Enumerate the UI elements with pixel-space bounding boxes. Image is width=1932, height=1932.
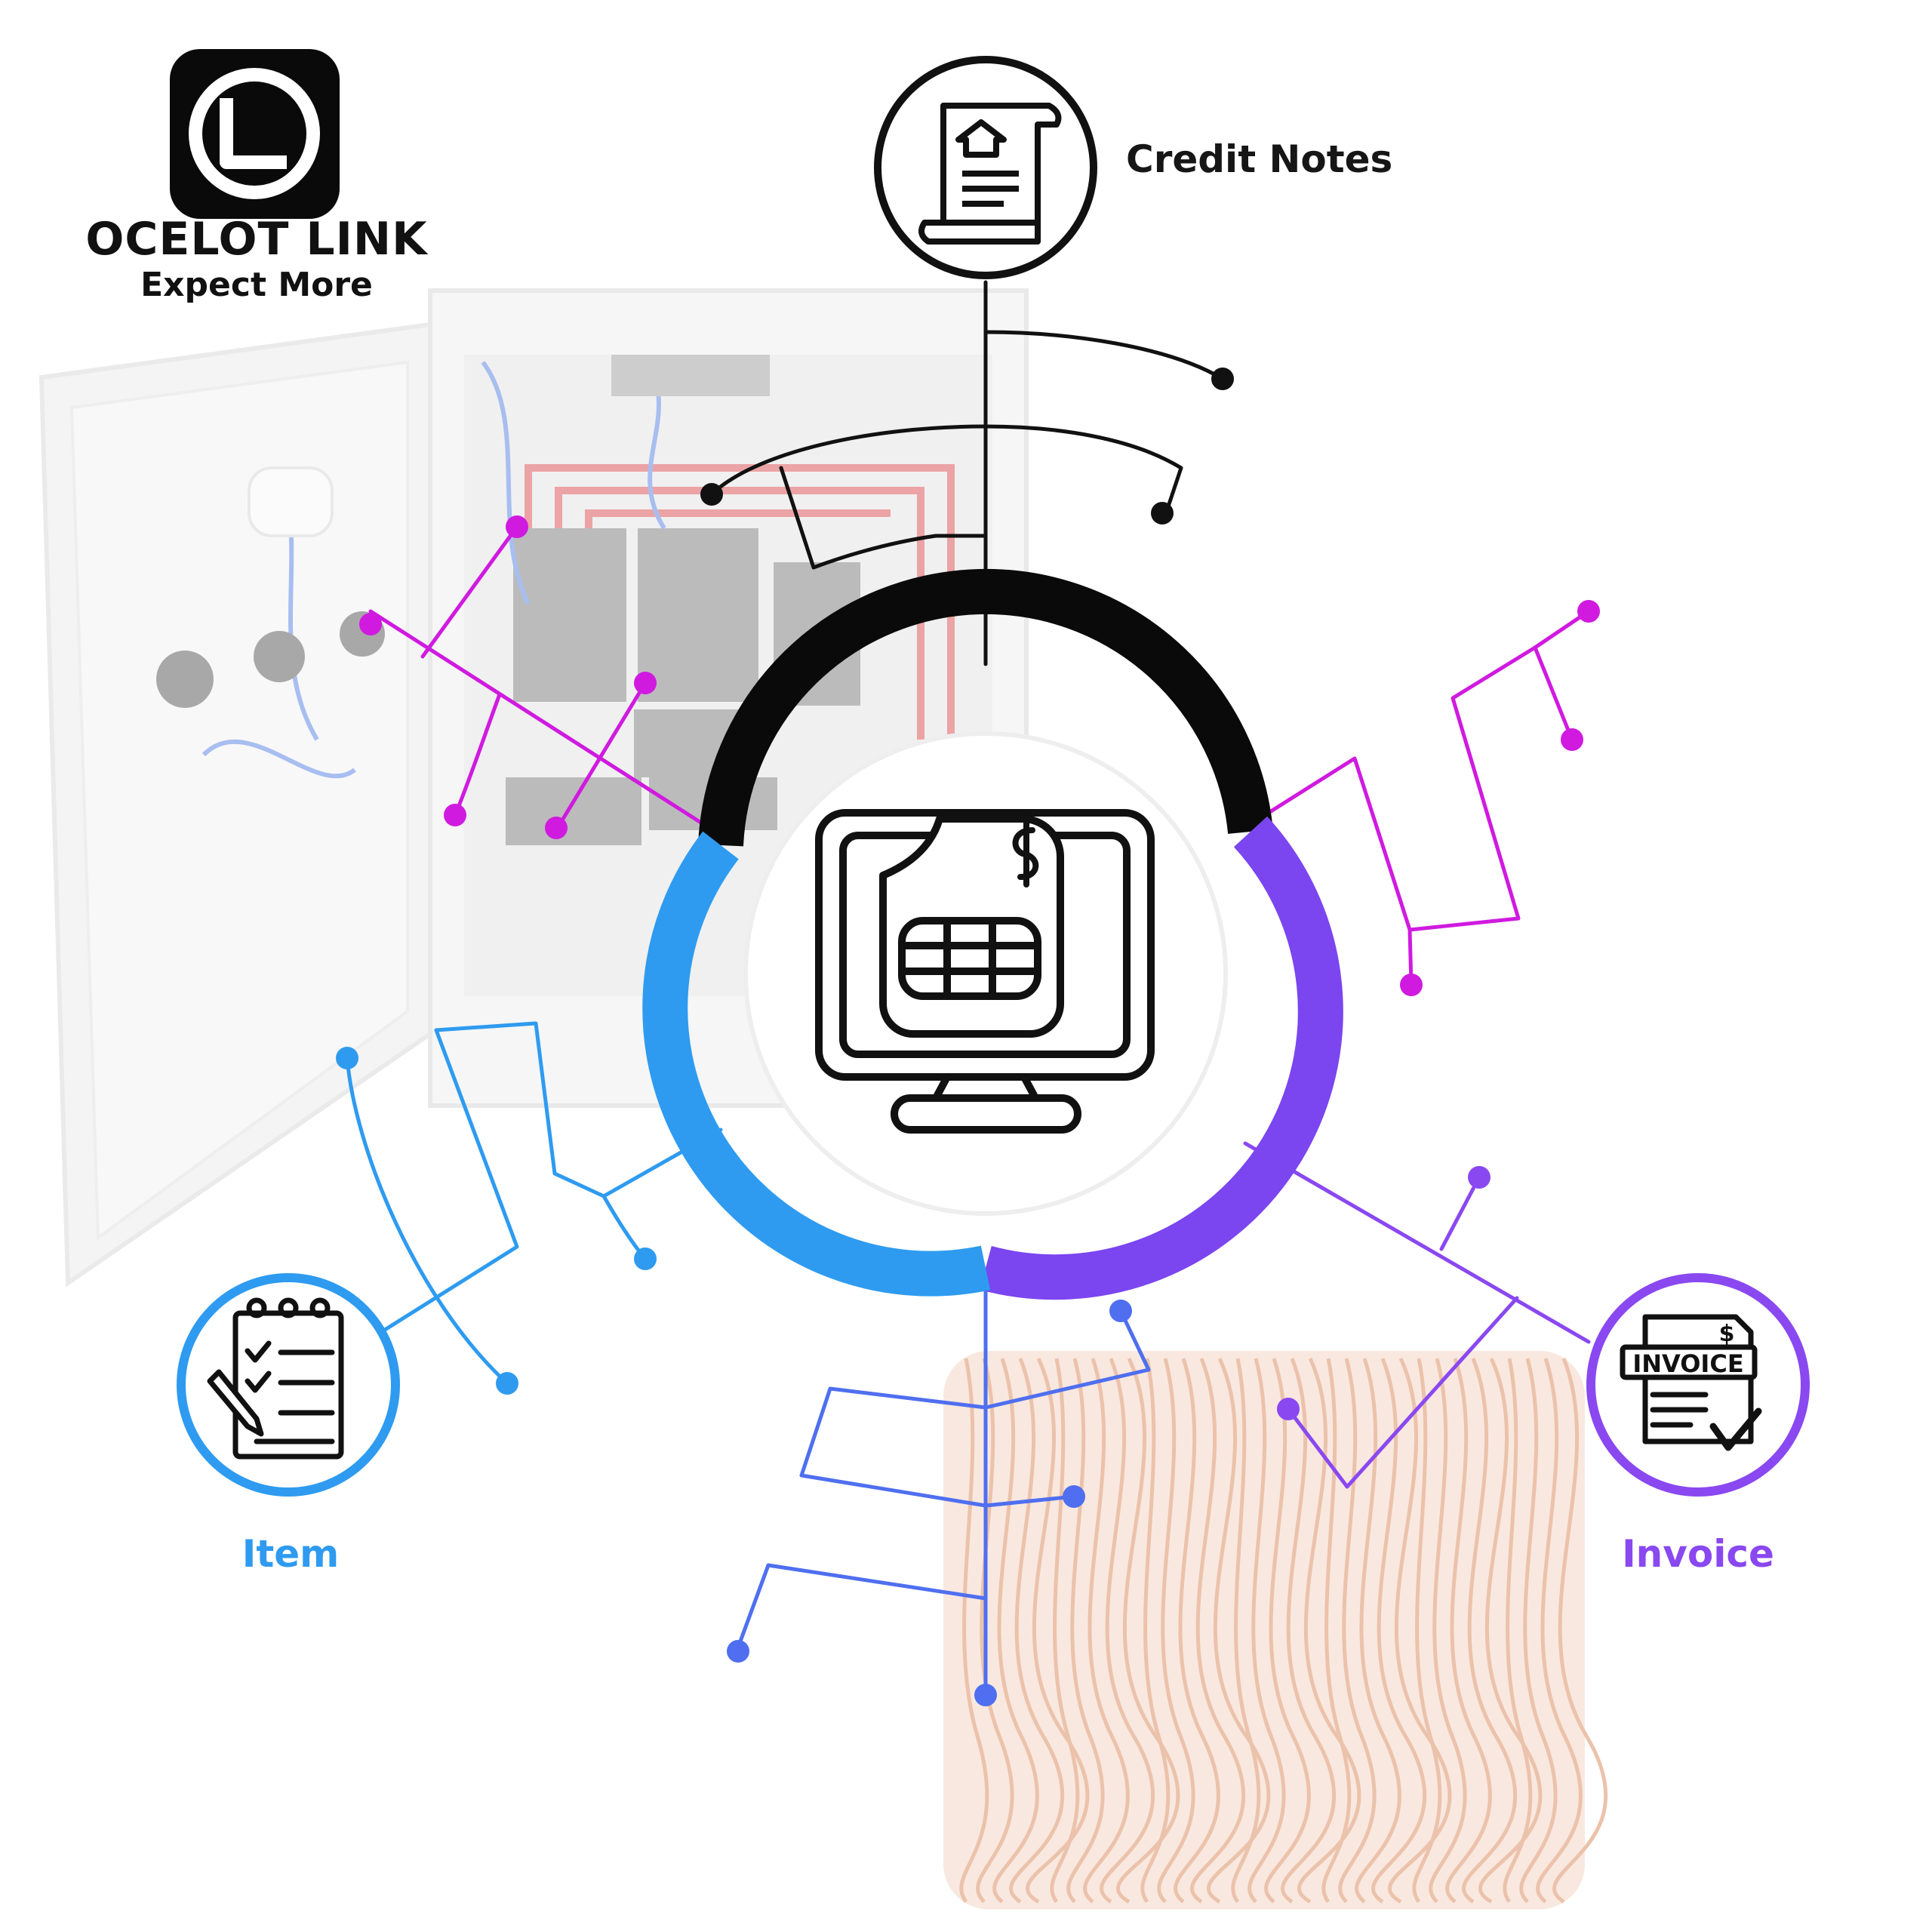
coil-strand <box>1100 1358 1155 1904</box>
coil-strand <box>1371 1358 1427 1904</box>
coil-strand <box>1462 1358 1518 1904</box>
item-label: Item <box>242 1532 340 1576</box>
circuit-dot <box>444 804 466 826</box>
credit-notes-node <box>874 56 1097 279</box>
violet-line <box>1439 1175 1481 1251</box>
invoice-check-icon <box>1620 1314 1762 1451</box>
checklist-notepad-icon <box>207 1297 344 1460</box>
credit-branch-line <box>709 424 1183 515</box>
brand-tagline: Expect More <box>140 266 373 304</box>
invoice-node: INVOICE $ <box>1586 1273 1810 1497</box>
indigo-branch <box>736 1277 1151 1697</box>
copper-wire-coil-photo <box>943 1351 1608 1909</box>
monitor-invoice-icon <box>815 809 1155 1134</box>
circuit-dot <box>1109 1300 1132 1322</box>
coil-strand <box>1050 1358 1080 1903</box>
coil-strand <box>1140 1358 1171 1903</box>
coil-strand <box>1536 1358 1583 1903</box>
coil-strand <box>1429 1358 1467 1903</box>
circuit-dot <box>974 1684 997 1706</box>
coil-strand <box>976 1358 1014 1903</box>
coil-strand <box>1552 1358 1608 1904</box>
coil-strand <box>1264 1358 1311 1903</box>
hub <box>642 568 1343 1300</box>
magenta-branch <box>368 525 1591 987</box>
coil-strand <box>1115 1357 1180 1904</box>
circuit-dot <box>1151 502 1174 525</box>
circuit-dot <box>496 1372 518 1395</box>
blue-line <box>345 1056 509 1386</box>
coil-strand <box>1231 1358 1261 1903</box>
circuit-dot <box>359 613 382 635</box>
invoice-icon-text: INVOICE <box>1632 1349 1743 1378</box>
invoice-label: Invoice <box>1622 1532 1774 1576</box>
coil-strand <box>1297 1357 1361 1904</box>
coil-strand <box>1338 1358 1377 1903</box>
violet-line <box>1243 1141 1591 1344</box>
coil-strand <box>1355 1358 1401 1903</box>
credit-branch-line <box>779 466 988 570</box>
coil-strand <box>1190 1358 1246 1904</box>
invoice-icon-currency: $ <box>1719 1321 1735 1347</box>
circuit-dot <box>1400 974 1423 996</box>
circuit-dot <box>1561 728 1583 751</box>
coil-strand <box>1206 1357 1271 1904</box>
violet-line <box>1286 1296 1519 1489</box>
coil-strand <box>1157 1358 1195 1903</box>
credit-branch-line <box>983 330 1225 381</box>
circuit-dot <box>336 1047 358 1069</box>
circuit-dot <box>727 1640 749 1663</box>
item-node <box>177 1273 400 1497</box>
coil-strand <box>1066 1358 1105 1903</box>
credit-note-document-icon <box>918 103 1062 245</box>
coil-strand <box>1025 1357 1090 1904</box>
clock-logo-icon <box>170 49 340 219</box>
coil-strand <box>1387 1357 1452 1904</box>
coil-strand <box>1519 1358 1558 1903</box>
magenta-line <box>556 681 648 829</box>
magenta-line <box>453 692 502 817</box>
hub-ring-left <box>642 831 991 1297</box>
coil-strand <box>1445 1358 1492 1903</box>
violet-branch <box>1243 1141 1591 1489</box>
indigo-line <box>736 1563 988 1650</box>
credit-notes-label: Credit Notes <box>1126 137 1393 181</box>
coil-strand <box>1174 1358 1220 1903</box>
coil-strand <box>1009 1358 1065 1904</box>
brand-name: OCELOT LINK <box>85 213 428 266</box>
circuit-dot <box>1063 1485 1085 1508</box>
circuit-dot <box>545 817 568 839</box>
circuit-dot <box>506 515 528 538</box>
circuit-dot <box>1468 1166 1491 1189</box>
circuit-dot <box>1211 368 1234 390</box>
coil-strand <box>959 1358 989 1903</box>
indigo-line <box>799 1309 1151 1508</box>
circuit-dot <box>634 672 657 694</box>
magenta-line <box>1533 645 1574 742</box>
coil-strand <box>1412 1358 1442 1903</box>
coil-strand <box>992 1358 1039 1903</box>
coil-strand <box>1321 1358 1352 1903</box>
coil-strand <box>1478 1357 1543 1904</box>
coil-strand <box>1503 1358 1533 1903</box>
hub-ring-right <box>980 816 1343 1300</box>
magenta-line <box>420 525 519 659</box>
hub-ring-top <box>698 568 1273 847</box>
circuit-dot <box>1277 1398 1300 1420</box>
coil-strand <box>1281 1358 1337 1904</box>
coil-strand <box>1247 1358 1286 1903</box>
coil-strand <box>1083 1358 1130 1903</box>
circuit-dot <box>1577 600 1600 623</box>
circuit-dot <box>700 483 723 506</box>
credit-notes-branch <box>709 280 1225 666</box>
circuit-dot <box>634 1247 657 1270</box>
